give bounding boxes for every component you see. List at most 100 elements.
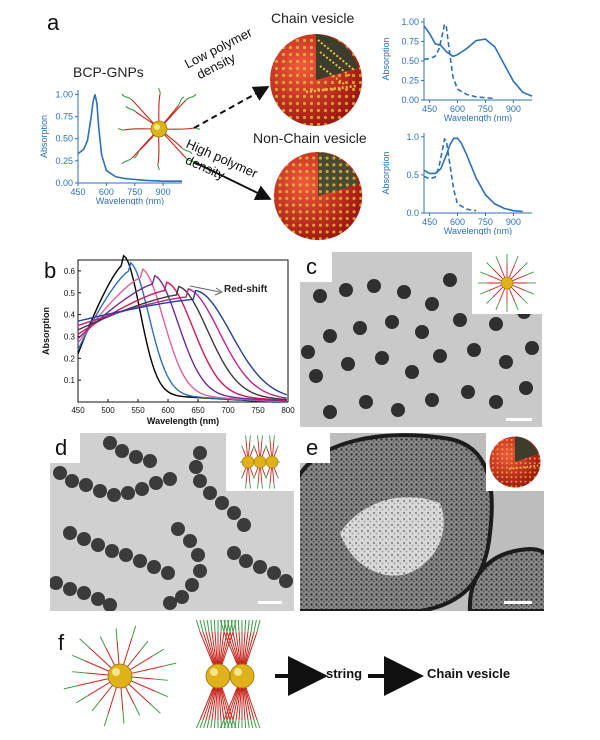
x-tick-label: 450 bbox=[422, 217, 437, 227]
chain-nanoparticle bbox=[171, 522, 185, 536]
chain-nanoparticle bbox=[193, 474, 207, 488]
panel-label-f: f bbox=[58, 630, 65, 655]
chain-nanoparticle bbox=[105, 544, 119, 558]
x-axis-label: Wavelength (nm) bbox=[147, 416, 219, 426]
nanoparticle bbox=[353, 321, 367, 335]
x-tick-label: 900 bbox=[506, 104, 521, 114]
chain-nanoparticle bbox=[193, 564, 207, 578]
panel-label-a: a bbox=[47, 10, 60, 35]
x-tick-label: 600 bbox=[450, 217, 465, 227]
spectrum-line-7 bbox=[77, 287, 287, 399]
nanoparticle bbox=[323, 329, 337, 343]
tem-e-inset bbox=[486, 433, 544, 491]
nanoparticle bbox=[453, 313, 467, 327]
x-tick-label: 700 bbox=[221, 406, 235, 415]
chain-nanoparticle bbox=[115, 444, 129, 458]
chain-nanoparticle bbox=[161, 566, 175, 580]
y-tick-label: 0.75 bbox=[55, 112, 73, 122]
y-tick-label: 0.5 bbox=[406, 170, 419, 180]
x-tick-label: 450 bbox=[70, 187, 85, 197]
y-axis-label: Absorption bbox=[41, 307, 51, 355]
series-line-solid bbox=[423, 25, 533, 97]
vesicle-inset-sphere bbox=[489, 436, 541, 488]
spectrum-line-3 bbox=[77, 267, 287, 403]
chain-nanoparticle bbox=[91, 592, 105, 606]
chain-nanoparticle bbox=[279, 574, 293, 588]
nanoparticle bbox=[391, 403, 405, 417]
chain-nanoparticle bbox=[63, 582, 77, 596]
y-axis-label: Absorption bbox=[39, 115, 49, 158]
redshift-annotation: Red-shift bbox=[224, 284, 268, 295]
y-tick-label: 0.00 bbox=[55, 178, 73, 188]
spectrum-line-4 bbox=[77, 274, 287, 402]
redshift-arrow-head bbox=[214, 287, 224, 296]
spectrum-line-1 bbox=[77, 254, 287, 403]
nanoparticle bbox=[313, 289, 327, 303]
x-tick-label: 750 bbox=[251, 406, 265, 415]
x-tick-label: 450 bbox=[422, 104, 437, 114]
chain-nanoparticle bbox=[193, 446, 207, 460]
chain-nanoparticle bbox=[77, 586, 91, 600]
y-tick-label: 0.00 bbox=[401, 95, 419, 105]
series-line-dashed bbox=[423, 137, 477, 212]
nanoparticle bbox=[433, 349, 447, 363]
tem-image-c: c bbox=[300, 252, 542, 427]
tem-d-inset bbox=[226, 433, 294, 491]
tem-d-label-box bbox=[50, 433, 80, 463]
y-tick-label: 0.25 bbox=[401, 75, 419, 85]
chain-nanoparticle bbox=[203, 486, 217, 500]
chain-nanoparticle bbox=[227, 506, 241, 520]
string-label: string bbox=[326, 666, 363, 681]
nanoparticle bbox=[405, 365, 419, 379]
chain-nanoparticle bbox=[53, 466, 67, 480]
tem-e-label-box bbox=[300, 433, 330, 463]
chain-nanoparticle bbox=[50, 576, 63, 590]
chain-nanoparticle bbox=[163, 596, 177, 610]
x-tick-label: 650 bbox=[191, 406, 205, 415]
nanoparticle bbox=[425, 297, 439, 311]
nanoparticle bbox=[467, 343, 481, 357]
chain-nanoparticle bbox=[239, 554, 253, 568]
chain-nanoparticle bbox=[191, 548, 205, 562]
x-tick-label: 600 bbox=[99, 187, 114, 197]
nanoparticle bbox=[309, 369, 323, 383]
single-gnp bbox=[107, 663, 133, 689]
x-tick-label: 800 bbox=[281, 406, 295, 415]
chain-nanoparticle bbox=[103, 436, 117, 450]
nanoparticle bbox=[461, 385, 475, 399]
chain-nanoparticle bbox=[227, 546, 241, 560]
y-tick-label: 0.25 bbox=[55, 156, 73, 166]
tem-c-inset bbox=[472, 252, 542, 314]
chain-nanoparticle bbox=[107, 488, 121, 502]
chain-nanoparticle bbox=[185, 578, 199, 592]
chain-nanoparticle bbox=[163, 472, 177, 486]
panel-label-b: b bbox=[44, 258, 57, 283]
x-tick-label: 900 bbox=[506, 217, 521, 227]
x-tick-label: 900 bbox=[156, 187, 171, 197]
chain-nanoparticle bbox=[189, 460, 203, 474]
chain-nanoparticle bbox=[147, 560, 161, 574]
nanoparticle bbox=[489, 317, 503, 331]
y-tick-label: 0.3 bbox=[64, 332, 76, 341]
tem-d-chains bbox=[50, 436, 293, 611]
y-tick-label: 1.00 bbox=[55, 89, 73, 99]
chain-nanoparticle bbox=[253, 560, 267, 574]
x-axis-label: Wavelength (nm) bbox=[96, 196, 164, 205]
chain-nanoparticle bbox=[267, 566, 281, 580]
chain-nanoparticle bbox=[121, 486, 135, 500]
y-axis-label: Absorption bbox=[381, 37, 391, 80]
tem-image-d: d bbox=[50, 433, 294, 611]
chain-nanoparticle bbox=[215, 496, 229, 510]
nanoparticle bbox=[443, 273, 457, 287]
chain-nanoparticle bbox=[77, 532, 91, 546]
chain-nanoparticle bbox=[93, 484, 107, 498]
panel-label-e: e bbox=[306, 435, 319, 460]
chain-nanoparticle bbox=[79, 478, 93, 492]
panel-label-c: c bbox=[306, 254, 317, 279]
scale-bar-e bbox=[504, 601, 532, 604]
nanoparticle bbox=[415, 325, 429, 339]
